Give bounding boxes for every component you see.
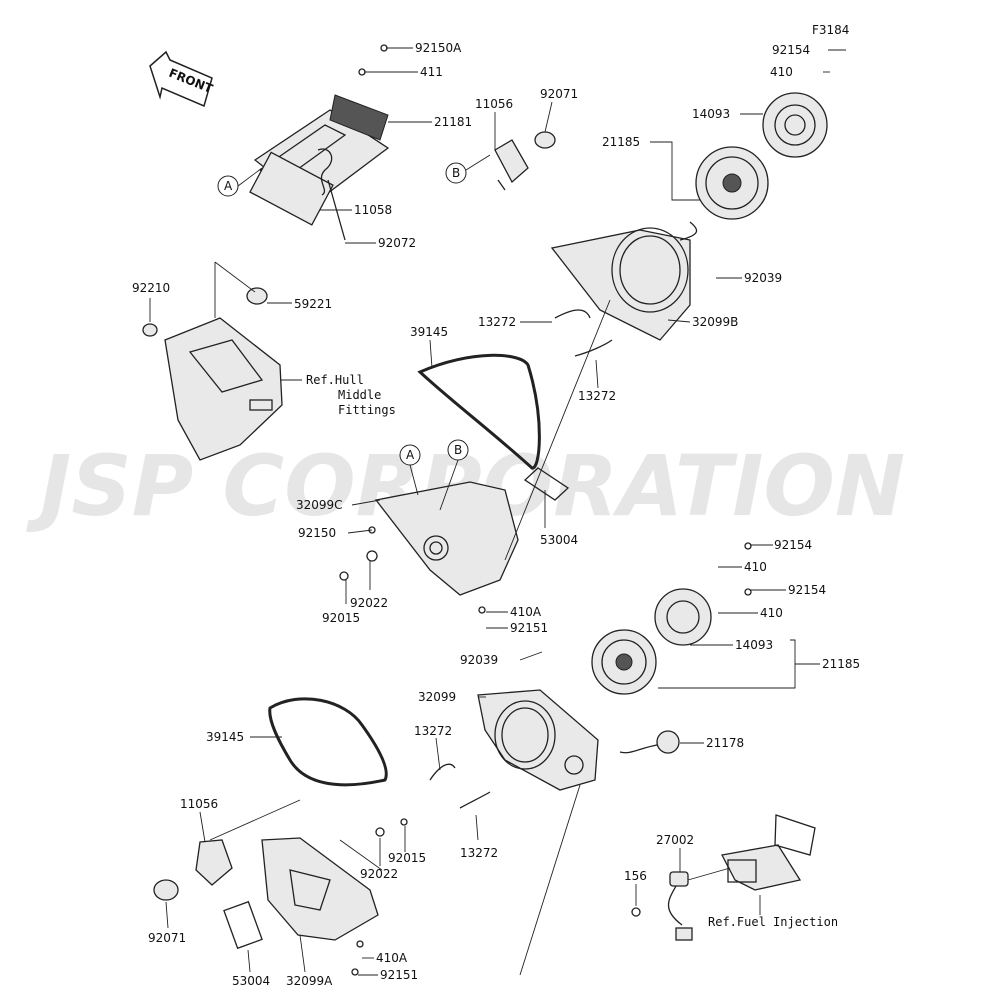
callout-21181: 21181 [434,115,472,129]
callout-11056-bottom: 11056 [180,797,218,811]
callout-27002: 27002 [656,833,694,847]
callout-14093-mid: 14093 [735,638,773,652]
speaker-grille-bottom [654,588,712,646]
hull-middle-fitting [142,287,283,461]
cover-32099C [374,467,570,596]
speaker-driver-bottom [591,629,657,695]
callout-92039-top: 92039 [744,271,782,285]
callout-410A-mid: 410A [510,605,542,619]
callout-92154-top: 92154 [772,43,810,57]
callout-21185-mid: 21185 [822,657,860,671]
callout-92071-top: 92071 [540,87,578,101]
callout-92150A: 92150A [415,41,462,55]
callout-21178: 21178 [706,736,744,750]
ref-hull-line3: Fittings [338,403,396,417]
sensor-27002 [667,871,693,941]
svg-text:B: B [454,443,462,457]
callout-53004-mid: 53004 [540,533,578,547]
callout-32099C: 32099C [296,498,343,512]
ref-fuel-injection: Ref.Fuel Injection [708,915,838,929]
figure-code: F3184 [812,23,849,37]
speaker-driver-top [695,146,769,220]
callout-92154-mid-b: 92154 [788,583,826,597]
callout-92210: 92210 [132,281,170,295]
callout-32099B: 32099B [692,315,738,329]
callout-410-mid-a: 410 [744,560,767,574]
callout-13272-top-a: 13272 [478,315,516,329]
callout-92039-mid: 92039 [460,653,498,667]
speaker-grille-top [762,92,828,158]
marker-a-mid: A [399,444,421,496]
marker-b-top: B [445,154,491,184]
callout-92071-bottom: 92071 [148,931,186,945]
amplifier-assembly [249,44,390,241]
callout-13272-mid-b: 13272 [460,846,498,860]
svg-text:B: B [452,166,460,180]
callout-92150: 92150 [298,526,336,540]
callout-11058: 11058 [354,203,392,217]
gasket-top [417,353,541,470]
callout-92015-mid: 92015 [322,611,360,625]
svg-text:A: A [224,179,233,193]
callout-410-top: 410 [770,65,793,79]
callout-32099: 32099 [418,690,456,704]
marker-b-mid: B [439,439,469,511]
callout-92022-bottom: 92022 [360,867,398,881]
tweeter-21178 [619,730,680,754]
callout-410A-bottom: 410A [376,951,408,965]
callout-11056-top: 11056 [475,97,513,111]
callout-92154-mid-a: 92154 [774,538,812,552]
cover-32099A [223,837,379,950]
callout-92072: 92072 [378,236,416,250]
svg-text:A: A [406,448,415,462]
callout-39145-bottom: 39145 [206,730,244,744]
callout-59221: 59221 [294,297,332,311]
speaker-housing-bottom [477,689,599,791]
callout-92151-bottom: 92151 [380,968,418,982]
ref-hull-line2: Middle [338,388,381,402]
callout-14093-top: 14093 [692,107,730,121]
callout-32099A: 32099A [286,974,333,988]
callout-411: 411 [420,65,443,79]
callout-92151-mid: 92151 [510,621,548,635]
callout-53004-bottom: 53004 [232,974,270,988]
marker-a-top: A [217,167,263,197]
bracket-top [494,131,556,191]
fuel-injection-bracket [721,814,816,891]
callout-21185-top: 21185 [602,135,640,149]
front-arrow-icon: FRONT [149,50,215,108]
ref-hull-line1: Ref.Hull [306,373,364,387]
bracket-bottom [153,839,233,901]
callout-13272-top-b: 13272 [578,389,616,403]
callout-13272-mid-a: 13272 [414,724,452,738]
callout-156: 156 [624,869,647,883]
speaker-housing-top [550,227,691,341]
callout-92022-mid: 92022 [350,596,388,610]
callout-410-mid-b: 410 [760,606,783,620]
callout-92015-bottom: 92015 [388,851,426,865]
callout-39145-top: 39145 [410,325,448,339]
gasket-bottom [268,697,388,787]
